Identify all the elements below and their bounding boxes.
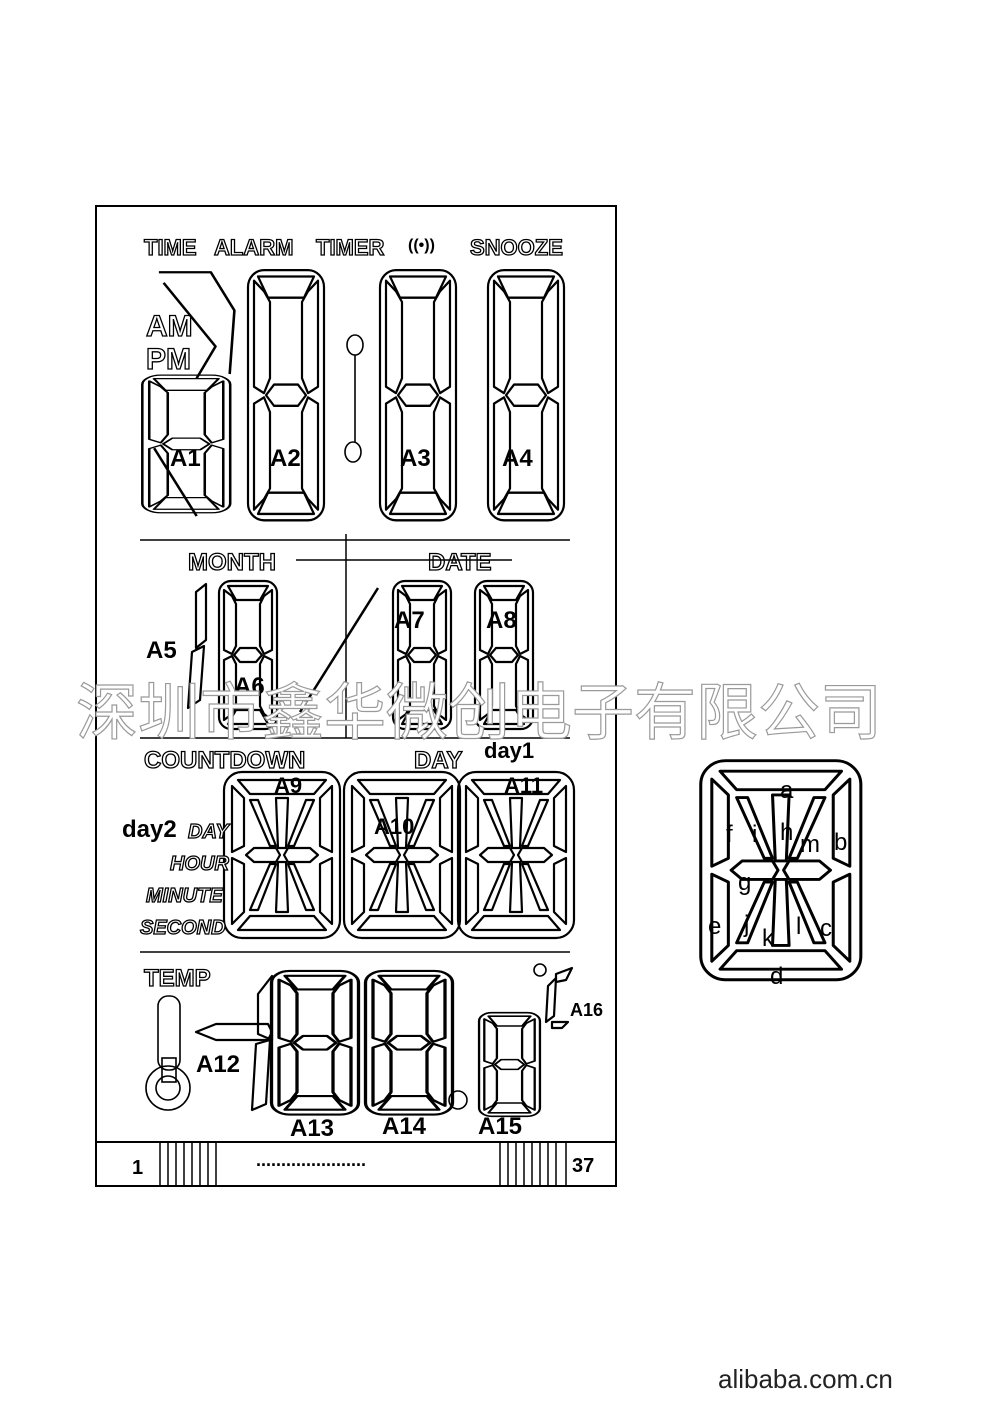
digit-a5 [186,582,208,710]
legend-l: l [796,913,801,940]
label-a14: A14 [382,1113,427,1140]
thermometer-icon [145,995,191,1111]
pin-first: 1 [132,1157,143,1179]
legend-d: d [770,963,783,990]
unit-second: SECOND [140,917,226,939]
label-a5: A5 [146,637,177,664]
indicator-day1: day1 [484,738,534,763]
digit-a14 [363,969,455,1117]
indicator-time: TIME [144,235,197,260]
alarm-sound-icon: ((•)) [408,237,435,254]
label-a4: A4 [502,445,533,472]
pin-dots: ...................... [256,1150,366,1170]
legend-b: b [834,829,847,856]
unit-minute: MINUTE [146,885,223,907]
label-a8: A8 [486,607,517,634]
legend-i: i [752,821,757,848]
digit-a16 [533,963,574,1030]
digit-a15 [477,1011,542,1118]
indicator-am: AM [146,310,193,343]
legend-k: k [762,925,775,952]
digit-a3 [378,268,458,522]
label-a16: A16 [570,1000,603,1020]
lcd-panel-frame [95,205,617,1187]
digit-a10 [342,770,462,940]
pin-bars-right [499,1141,557,1187]
digit-a1 [141,271,236,517]
decimal-point [448,1090,468,1110]
label-a12: A12 [196,1051,240,1078]
digit-a4 [486,268,566,522]
label-a9: A9 [274,773,302,798]
unit-hour: HOUR [170,853,229,875]
label-a2: A2 [270,445,301,472]
label-a1: A1 [170,445,201,472]
time-colon [344,334,364,463]
pin-bars-left [159,1141,217,1187]
indicator-temp: TEMP [144,965,211,992]
legend-h: h [780,819,793,846]
digit-a2 [246,268,326,522]
legend-e: e [708,913,721,940]
legend-m: m [800,831,820,858]
indicator-timer: TIMER [316,235,385,260]
digit-a13 [269,969,361,1117]
label-a11: A11 [504,773,543,798]
label-a13: A13 [290,1115,334,1142]
indicator-pm: PM [146,343,191,376]
label-a6: A6 [234,673,265,700]
legend-j: j [743,911,749,938]
legend-a: a [780,777,794,804]
legend-c: c [820,915,832,942]
pin-last: 37 [572,1155,594,1177]
indicator-date: DATE [428,549,492,576]
footer-site: alibaba.com.cn [718,1364,893,1394]
indicator-alarm: ALARM [214,235,293,260]
indicator-day: DAY [414,747,462,774]
label-a3: A3 [400,445,431,472]
date-slash [298,587,380,713]
indicator-month: MONTH [188,549,276,576]
label-a7: A7 [394,607,425,634]
unit-day: DAY [188,821,230,843]
indicator-day2: day2 [122,816,177,843]
indicator-snooze: SNOOZE [470,235,563,260]
watermark-company: 深圳市鑫华微创电子有限公司 [76,676,882,749]
indicator-countdown: COUNTDOWN [144,747,305,774]
label-a15: A15 [478,1113,522,1140]
legend-g: g [738,869,751,896]
digit-a12 [194,974,274,1112]
label-a10: A10 [374,814,414,839]
legend-f: f [726,821,733,848]
